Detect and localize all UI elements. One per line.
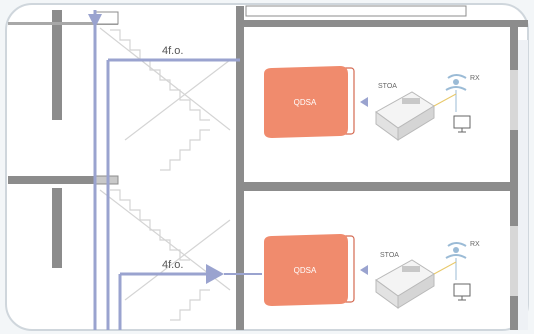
- signal-arrow-lower: [360, 265, 368, 275]
- stoa-label-lower: STOA: [380, 252, 399, 259]
- fiber-feed-arrow-lower: [206, 264, 224, 284]
- fiber-backbone: [93, 10, 240, 330]
- stoa-device-lower: STOA: [375, 252, 435, 309]
- qdsa-label-lower: QDSA: [294, 266, 317, 275]
- stoa-label-upper: STOA: [378, 83, 397, 90]
- floor-upper: QDSA STOA RX: [264, 66, 480, 141]
- fiber-label-lower: 4f.o.: [162, 259, 183, 271]
- building-walls: [8, 5, 528, 330]
- floor-lower: QDSA STOA RX: [264, 234, 480, 309]
- signal-arrow-upper: [360, 97, 368, 107]
- fiber-riser-arrow: [88, 14, 102, 28]
- qdsa-panel-lower: QDSA: [264, 234, 355, 306]
- stoa-device-upper: STOA: [375, 83, 435, 141]
- monitor-icon-upper: [453, 115, 471, 133]
- rx-label-lower: RX: [470, 241, 480, 248]
- rx-unit-upper: RX: [433, 74, 480, 112]
- rx-label-upper: RX: [470, 75, 480, 82]
- fiber-label-upper: 4f.o.: [162, 45, 183, 57]
- rx-unit-lower: RX: [433, 241, 480, 280]
- monitor-icon-lower: [453, 283, 471, 301]
- qdsa-panel-upper: QDSA: [264, 66, 355, 138]
- qdsa-label-upper: QDSA: [294, 98, 317, 107]
